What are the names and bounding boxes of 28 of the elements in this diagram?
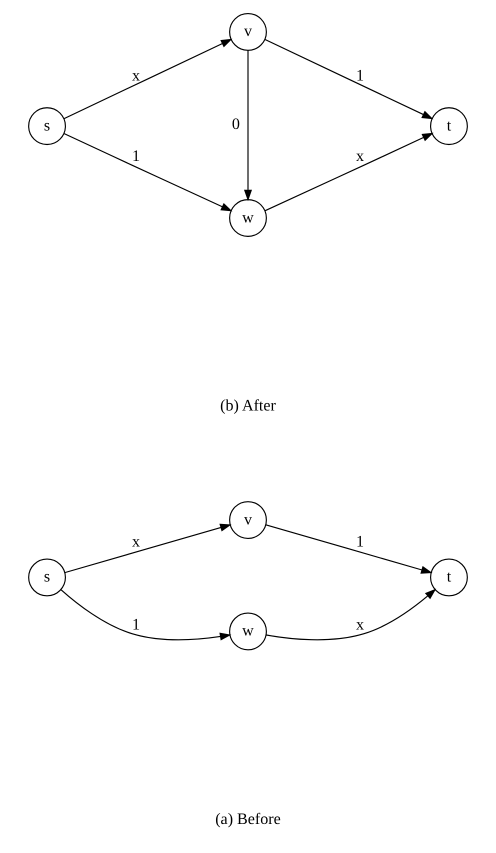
edge-label: 1 bbox=[356, 66, 364, 84]
edge-label: x bbox=[132, 533, 140, 550]
node-circle: w bbox=[229, 612, 267, 650]
arrow bbox=[60, 588, 232, 640]
arrow bbox=[64, 38, 232, 119]
node-circle: v bbox=[229, 12, 267, 50]
node-circle: s bbox=[28, 558, 66, 596]
edge-label: 1 bbox=[132, 147, 140, 164]
edge-label: 1 bbox=[132, 616, 140, 633]
edge-label: x bbox=[356, 616, 364, 633]
edge-label: x bbox=[356, 147, 364, 164]
edge-label: x bbox=[132, 66, 140, 84]
arrow bbox=[64, 132, 232, 211]
arrow bbox=[244, 50, 252, 201]
arrow bbox=[266, 588, 436, 640]
arrow bbox=[64, 523, 232, 573]
label: (a) Before bbox=[215, 810, 281, 828]
edge-label: 0 bbox=[232, 116, 240, 133]
arrow bbox=[264, 38, 434, 119]
node-circle: s bbox=[28, 106, 66, 145]
label: (b) After bbox=[220, 397, 276, 414]
node-circle: v bbox=[229, 500, 267, 538]
edge-label: 1 bbox=[356, 533, 364, 550]
arrow bbox=[264, 132, 434, 211]
node-circle: w bbox=[229, 198, 267, 236]
node-circle: t bbox=[430, 558, 468, 596]
arrow bbox=[266, 524, 433, 574]
node-circle: t bbox=[430, 106, 468, 145]
